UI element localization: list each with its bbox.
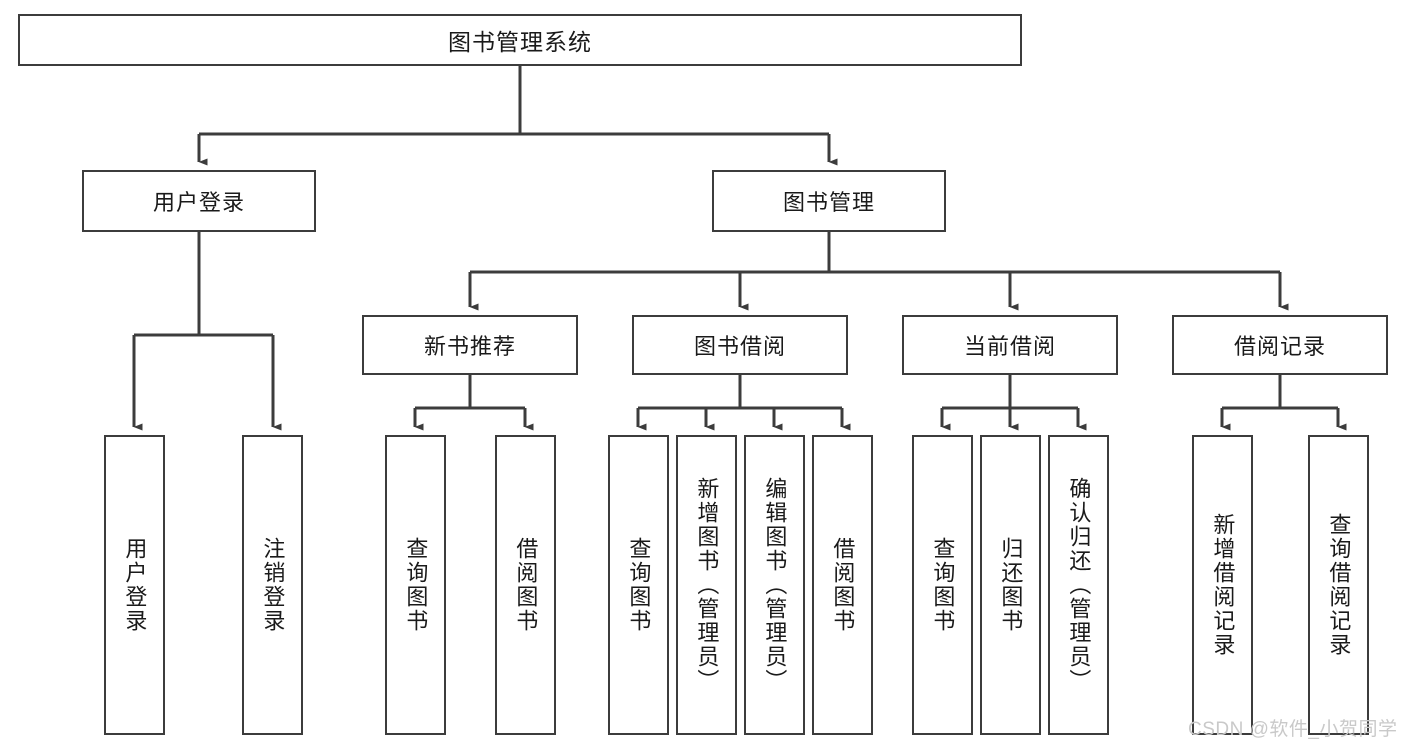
- node-label: 查询借阅记录: [1326, 513, 1352, 657]
- node-label: 图书借阅: [693, 334, 786, 359]
- leaf-borrow-record-add-record[interactable]: 新增借阅记录: [1192, 435, 1253, 735]
- leaf-user-login-logout[interactable]: 注销登录: [242, 435, 303, 735]
- node-root-book-management-system[interactable]: 图书管理系统: [18, 14, 1022, 66]
- node-label: 查询图书: [403, 537, 429, 633]
- node-label: 借阅图书: [513, 537, 539, 633]
- leaf-book-borrow-borrow-book[interactable]: 借阅图书: [812, 435, 873, 735]
- node-new-book-recommend[interactable]: 新书推荐: [362, 315, 578, 375]
- node-label: 新增图书（管理员）: [694, 477, 720, 693]
- node-label: 图书管理系统: [448, 29, 592, 55]
- leaf-new-book-borrow-book[interactable]: 借阅图书: [495, 435, 556, 735]
- leaf-current-borrow-confirm-return-admin[interactable]: 确认归还（管理员）: [1048, 435, 1109, 735]
- node-label: 用户登录: [152, 190, 245, 215]
- leaf-current-borrow-query-book[interactable]: 查询图书: [912, 435, 973, 735]
- watermark-text: CSDN @软件_小贺同学: [1188, 719, 1398, 740]
- node-label: 借阅记录: [1233, 334, 1326, 359]
- leaf-current-borrow-return-book[interactable]: 归还图书: [980, 435, 1041, 735]
- node-label: 归还图书: [998, 537, 1024, 633]
- node-label: 确认归还（管理员）: [1066, 477, 1092, 693]
- node-current-borrow[interactable]: 当前借阅: [902, 315, 1118, 375]
- node-borrow-record[interactable]: 借阅记录: [1172, 315, 1388, 375]
- node-book-management[interactable]: 图书管理: [712, 170, 946, 232]
- leaf-book-borrow-add-book-admin[interactable]: 新增图书（管理员）: [676, 435, 737, 735]
- node-label: 查询图书: [626, 537, 652, 633]
- node-label: 查询图书: [930, 537, 956, 633]
- node-label: 新增借阅记录: [1210, 513, 1236, 657]
- leaf-book-borrow-query-book[interactable]: 查询图书: [608, 435, 669, 735]
- node-user-login[interactable]: 用户登录: [82, 170, 316, 232]
- node-label: 编辑图书（管理员）: [762, 477, 788, 693]
- node-label: 用户登录: [122, 537, 148, 633]
- node-label: 图书管理: [782, 190, 875, 215]
- leaf-book-borrow-edit-book-admin[interactable]: 编辑图书（管理员）: [744, 435, 805, 735]
- node-book-borrow[interactable]: 图书借阅: [632, 315, 848, 375]
- leaf-user-login-login[interactable]: 用户登录: [104, 435, 165, 735]
- node-label: 注销登录: [260, 537, 286, 633]
- node-label: 新书推荐: [423, 334, 516, 359]
- node-label: 当前借阅: [963, 334, 1056, 359]
- leaf-new-book-query-book[interactable]: 查询图书: [385, 435, 446, 735]
- leaf-borrow-record-query-record[interactable]: 查询借阅记录: [1308, 435, 1369, 735]
- node-label: 借阅图书: [830, 537, 856, 633]
